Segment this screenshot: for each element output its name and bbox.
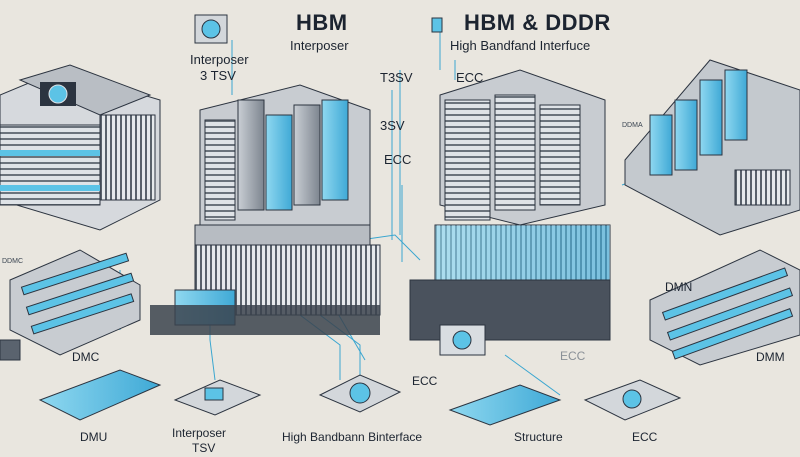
tsv-label-b: 3SV	[380, 118, 405, 133]
dmn-label: DMN	[665, 280, 693, 294]
hbm-ddr-stack	[409, 69, 611, 356]
right-memory-modules	[649, 249, 800, 366]
hbm-subtitle: Interposer	[290, 38, 349, 53]
chip-icon	[431, 17, 443, 33]
hbm-ddr-subtitle: High Bandfand Interfuce	[450, 38, 591, 53]
ecc-label-upper: ECC	[384, 152, 412, 167]
tsv-label-bottom: TSV	[192, 441, 216, 455]
left-memory-modules	[0, 249, 141, 361]
bandwidth-label-bottom: High Bandbann Binterface	[282, 430, 423, 444]
tsv-label-a: T3SV	[380, 70, 413, 85]
hbm-ddr-title: HBM & DDDR	[464, 10, 611, 35]
ecc-label-faint: ECC	[560, 349, 586, 363]
structure-label: Structure	[514, 430, 563, 444]
fan-icon	[622, 389, 642, 409]
bottom-components	[38, 369, 682, 426]
hbm-stack	[150, 84, 381, 335]
dmu-label: DMU	[80, 430, 108, 444]
top-icons	[194, 14, 443, 44]
dmm-label: DMM	[756, 350, 785, 364]
hbm-title: HBM	[296, 10, 348, 35]
tsv-label-left: 3 TSV	[200, 68, 236, 83]
dmc-label: DMC	[72, 350, 100, 364]
fan-icon	[48, 84, 68, 104]
tiny-label-right: DDMA	[622, 122, 643, 129]
fan-icon	[349, 382, 371, 404]
chip-icon	[452, 330, 472, 350]
interposer-label-bottom: Interposer	[172, 426, 227, 440]
tiny-label-left: DDMC	[2, 258, 23, 265]
ecc-label-bottom: ECC	[632, 430, 658, 444]
ecc-label-top: ECC	[456, 70, 484, 85]
fan-icon	[201, 19, 221, 39]
left-server-module	[0, 64, 161, 231]
ecc-label-mid: ECC	[412, 374, 438, 388]
right-server-module	[624, 59, 800, 236]
interposer-label-left: Interposer	[190, 52, 249, 67]
